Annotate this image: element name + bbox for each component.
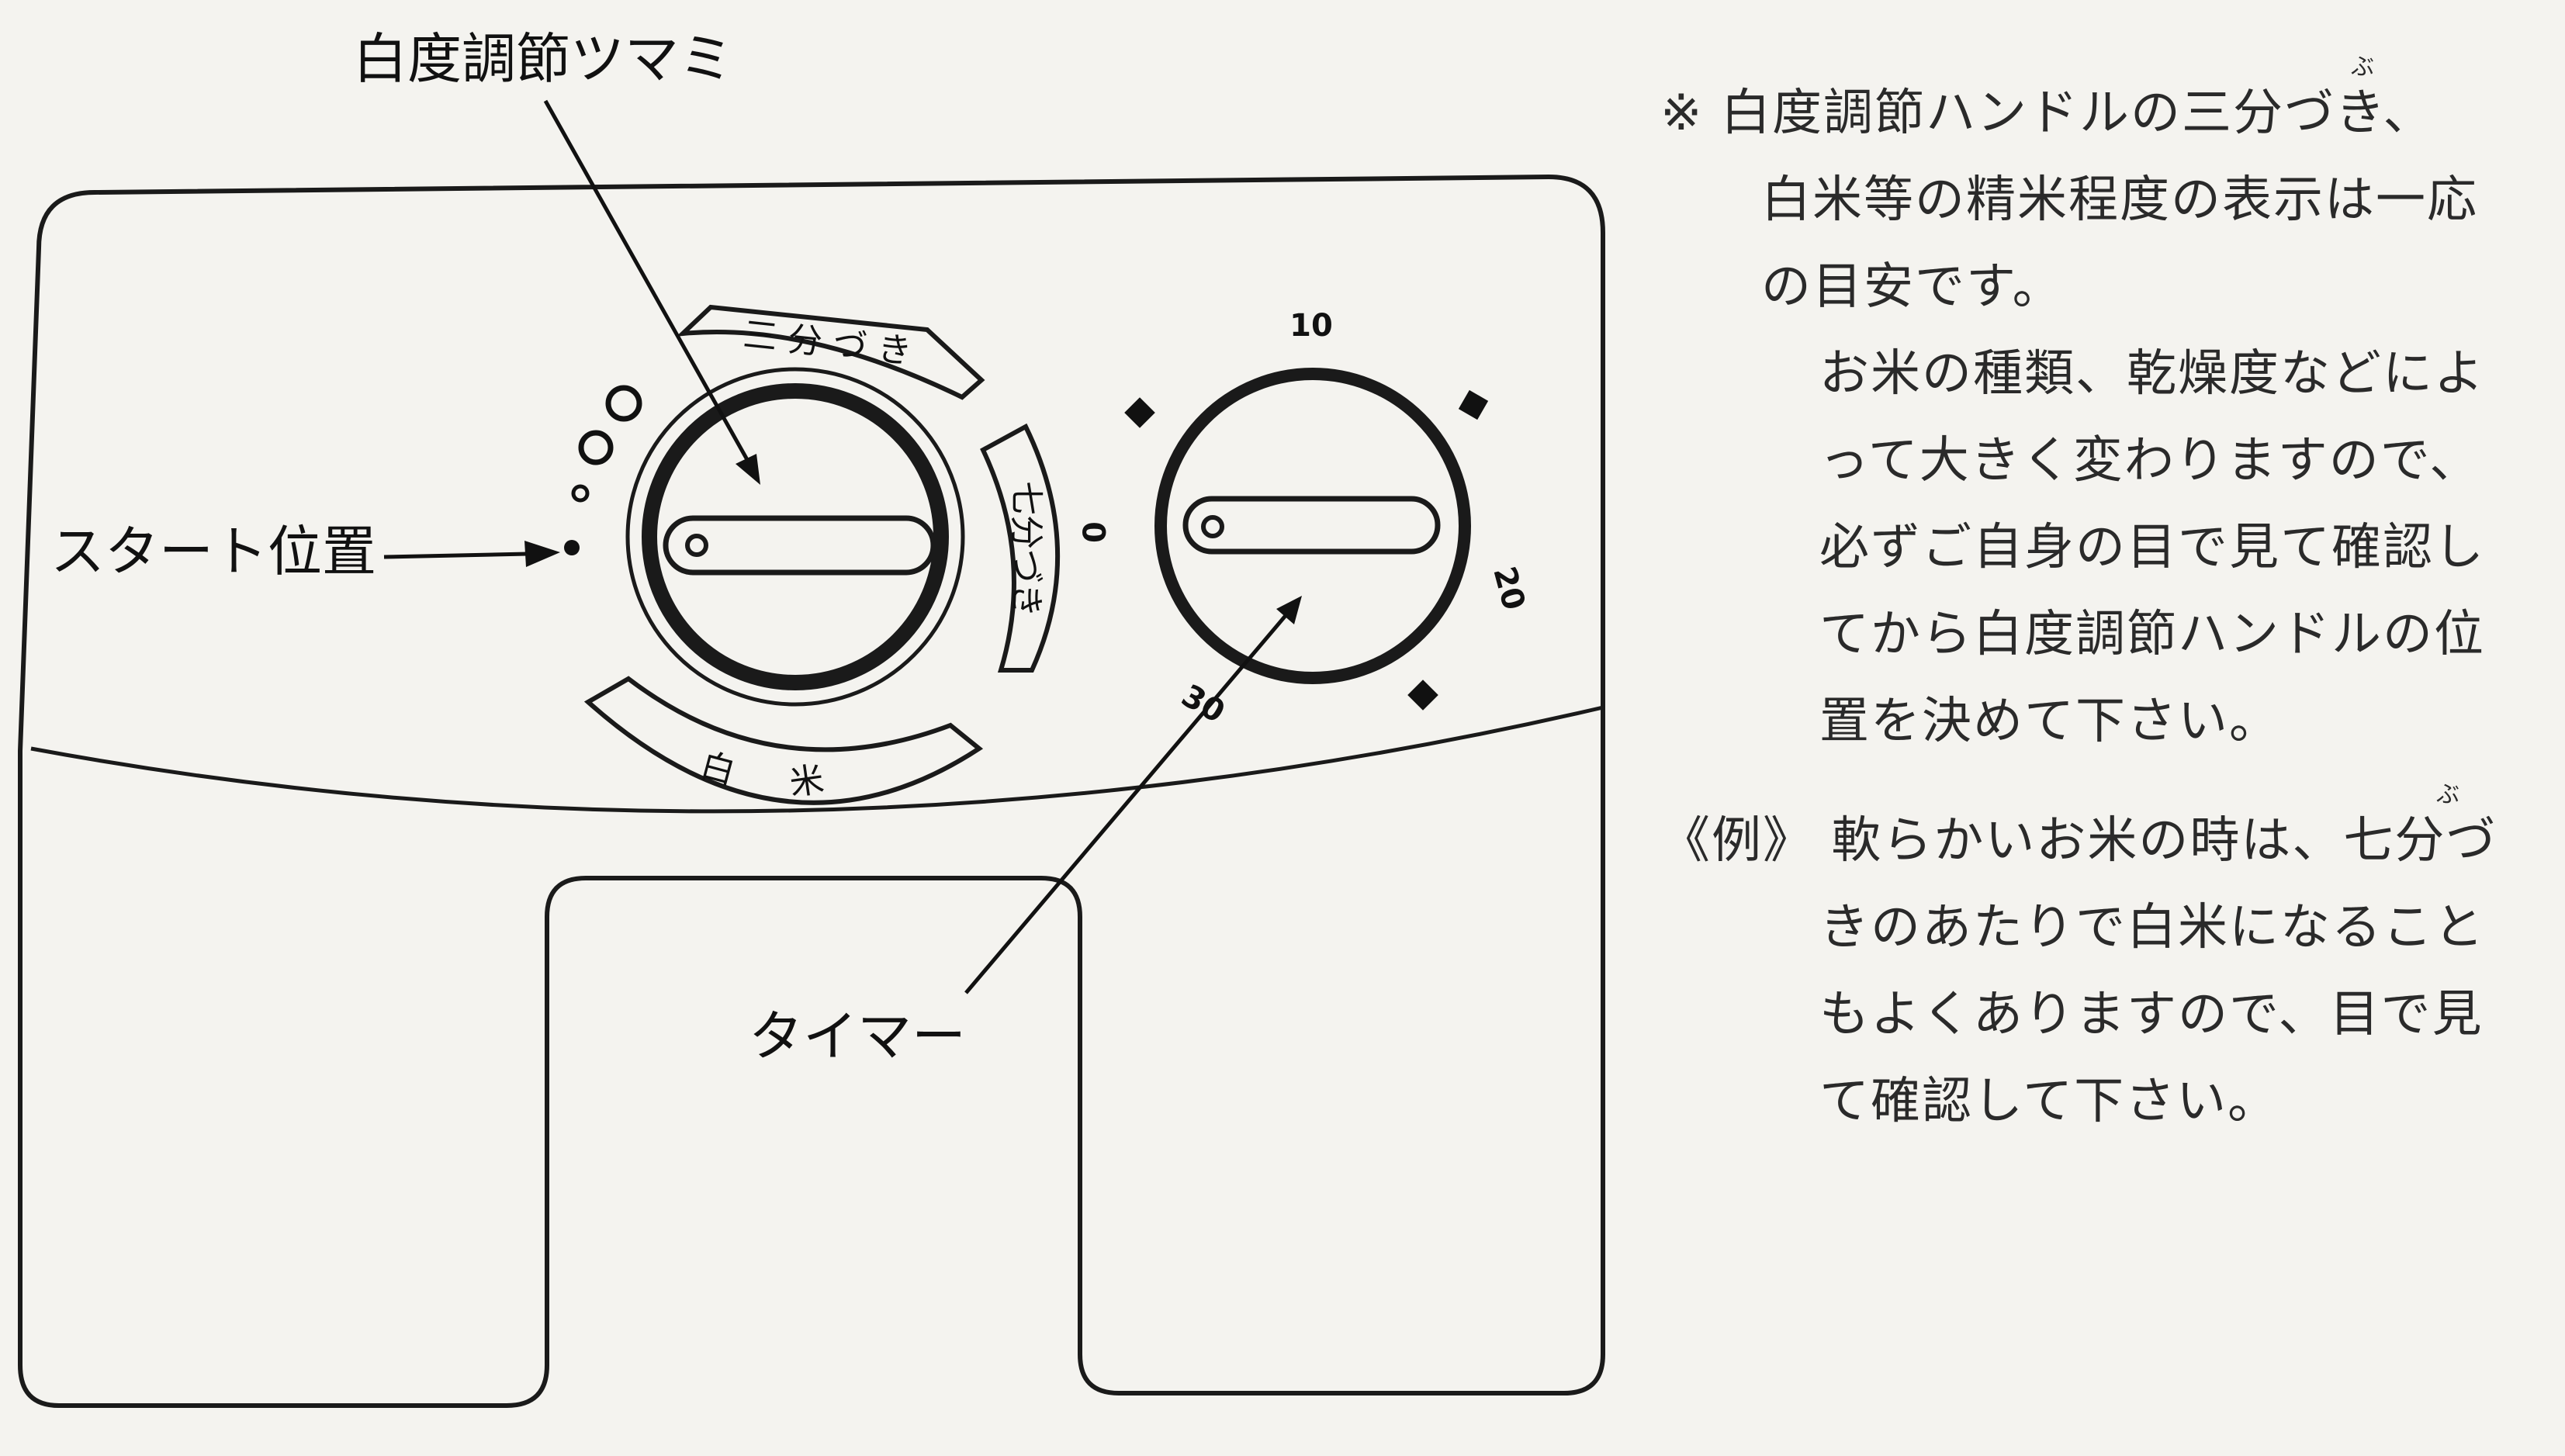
rice-polisher-panel-diagram: 三 分 づ き 七分づき 白 米 0 10 20 30 白度調節ツマミ スタート… <box>18 27 1605 1408</box>
timer-tick-mark-10 <box>1458 389 1489 420</box>
band-bottom-left: 白 <box>696 745 739 793</box>
note-1-line-6: 必ずご自身の目で見て確認し <box>1819 519 2485 576</box>
timer-tick-mark-20 <box>1407 680 1438 711</box>
note-2-line-1: ぶ 《例》 軟らかいお米の時は、七分づ <box>1660 781 2498 870</box>
whiteness-dial[interactable]: 三 分 づ き 七分づき 白 米 <box>583 304 1061 805</box>
note-1-line-4: お米の種類、乾燥度などによ <box>1819 345 2485 403</box>
note-1-ruby: ぶ <box>2351 54 2376 81</box>
note-1-line-7: てから白度調節ハンドルの位 <box>1819 606 2485 663</box>
band-right-label: 七分づき <box>1006 481 1046 617</box>
panel-outline <box>18 174 1605 1408</box>
timer-tick-10: 10 <box>1289 308 1333 344</box>
timer-tick-30: 30 <box>1175 678 1231 731</box>
timer-dial[interactable]: 0 10 20 30 <box>1078 308 1532 730</box>
note-1-line-1: ぶ ※ 白度調節ハンドルの三分づき、 <box>1660 54 2435 143</box>
timer-tick-20: 20 <box>1486 563 1532 614</box>
whiteness-knob-leader <box>543 99 755 471</box>
whiteness-dial-handle <box>663 515 936 576</box>
timer-label: タイマー <box>749 1005 966 1068</box>
start-position-leader <box>383 552 528 559</box>
notes-panel: ぶ ※ 白度調節ハンドルの三分づき、 白米等の精米程度の表示は一応 の目安です。… <box>1660 54 2560 1145</box>
timer-dial-handle-dot <box>1201 515 1224 538</box>
note-1-line-3: の目安です。 <box>1761 258 2064 316</box>
note-1-line-2: 白米等の精米程度の表示は一応 <box>1761 171 2478 229</box>
start-position-label: スタート位置 <box>50 520 376 583</box>
band-right <box>980 423 1061 673</box>
timer-tick-0: 0 <box>1078 521 1113 543</box>
timer-arrowhead <box>1276 596 1302 624</box>
note-2-ruby: ぶ <box>2436 781 2461 808</box>
band-top <box>676 304 985 400</box>
timer-tick-mark-0 <box>1124 397 1155 428</box>
whiteness-knob-arrowhead <box>736 454 760 485</box>
whiteness-dial-handle-dot <box>685 534 708 557</box>
note-1: ぶ ※ 白度調節ハンドルの三分づき、 白米等の精米程度の表示は一応 の目安です。… <box>1660 54 2560 765</box>
note-1-line-8: 置を決めて下さい。 <box>1819 693 2280 750</box>
note-2-line-4: て確認して下さい。 <box>1819 1073 2279 1130</box>
start-indicator-dots <box>564 385 642 555</box>
start-position-dot <box>564 540 580 555</box>
start-position-arrowhead <box>524 541 560 567</box>
note-1-line-5: って大きく変わりますので、 <box>1819 432 2481 489</box>
timer-dial-ring <box>1154 368 1471 684</box>
whiteness-dial-outer-ring <box>625 367 965 707</box>
band-bottom-right: 米 <box>787 759 826 804</box>
timer-dial-handle <box>1182 496 1441 555</box>
note-2-line-2: きのあたりで白米になること <box>1819 899 2485 956</box>
whiteness-dial-ring <box>642 383 949 690</box>
note-2: ぶ 《例》 軟らかいお米の時は、七分づ きのあたりで白米になること もよくありま… <box>1660 781 2560 1145</box>
note-2-line-3: もよくありますので、目で見 <box>1819 986 2484 1043</box>
band-bottom <box>583 676 984 805</box>
panel-seam <box>30 705 1604 814</box>
timer-leader <box>964 611 1289 994</box>
whiteness-knob-label: 白度調節ツマミ <box>353 27 733 91</box>
